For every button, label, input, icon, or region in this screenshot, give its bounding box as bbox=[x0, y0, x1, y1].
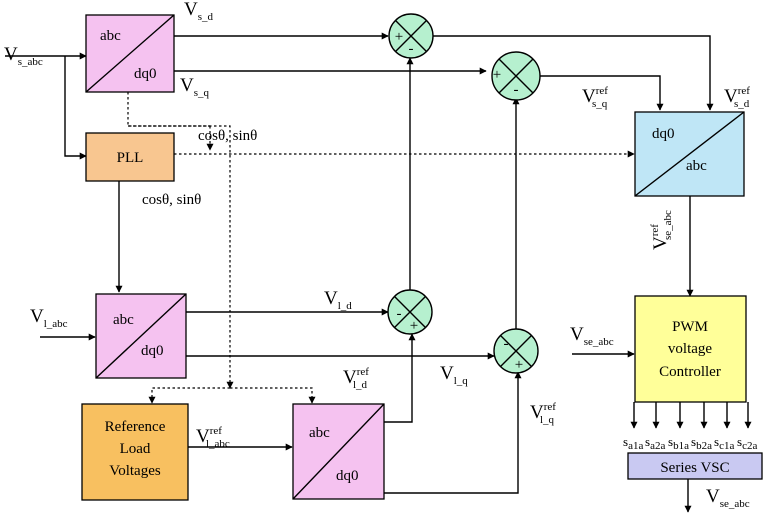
park-transform-1-bottom: dq0 bbox=[134, 66, 157, 82]
inverse-park-transform: dq0 abc bbox=[634, 111, 745, 197]
reference-load-line-1: Reference bbox=[105, 419, 166, 435]
park-transform-3-bottom: dq0 bbox=[336, 468, 359, 484]
label-vl-q: Vl_q bbox=[440, 363, 468, 387]
switch-label-5: sc1a bbox=[714, 434, 734, 452]
park-transform-1-top: abc bbox=[100, 28, 121, 44]
inverse-park-bottom: abc bbox=[686, 158, 707, 174]
reference-load-voltages-box bbox=[81, 403, 189, 501]
summing-junction-2: + - bbox=[491, 51, 541, 101]
sum3-sign-b: + bbox=[410, 318, 418, 334]
sum2-sign-a: + bbox=[493, 67, 501, 83]
sum4-sign-a: - bbox=[504, 336, 509, 352]
label-vl-abc: Vl_abc bbox=[30, 306, 68, 330]
park-transform-3: abc dq0 bbox=[292, 403, 385, 500]
pll-label: PLL bbox=[117, 150, 144, 166]
summing-junction-4: - + bbox=[493, 328, 539, 374]
switch-label-2: sa2a bbox=[645, 434, 665, 452]
label-vs-d: Vs_d bbox=[184, 0, 214, 23]
switch-label-4: sb2a bbox=[691, 434, 712, 452]
switch-label-3: sb1a bbox=[668, 434, 689, 452]
inverse-park-top: dq0 bbox=[652, 126, 675, 142]
label-theta-1: cosθ, sinθ bbox=[198, 128, 257, 144]
park-transform-2: abc dq0 bbox=[95, 293, 187, 379]
reference-load-line-2: Load bbox=[120, 441, 151, 457]
pwm-voltage-controller: PWM voltage Controller bbox=[634, 295, 747, 403]
label-vs-q: Vs_q bbox=[180, 75, 210, 99]
park-transform-3-top: abc bbox=[309, 425, 330, 441]
switch-label-1: sa1a bbox=[623, 434, 643, 452]
sum2-sign-b: - bbox=[514, 82, 519, 98]
pll-block: PLL bbox=[85, 132, 175, 182]
label-theta-2: cosθ, sinθ bbox=[142, 192, 201, 208]
park-transform-1: abc dq0 bbox=[85, 14, 175, 93]
switching-signal-labels: sa1a sa2a sb1a sb2a sc1a sc2a bbox=[623, 434, 757, 452]
summing-junction-3: - + bbox=[387, 289, 433, 335]
reference-load-voltages-block: Reference Load Voltages bbox=[81, 403, 189, 501]
summing-junction-1: + - bbox=[388, 13, 434, 59]
pll-box bbox=[85, 132, 175, 182]
pwm-box bbox=[634, 295, 747, 403]
park-transform-2-bottom: dq0 bbox=[141, 343, 164, 359]
park-transform-2-top: abc bbox=[113, 312, 134, 328]
label-vs-abc: Vs_abc bbox=[4, 44, 43, 68]
signal-wires bbox=[5, 32, 752, 513]
reference-load-line-3: Voltages bbox=[109, 463, 161, 479]
switch-label-6: sc2a bbox=[737, 434, 757, 452]
pwm-line-3: Controller bbox=[659, 364, 721, 380]
pwm-line-2: voltage bbox=[668, 341, 712, 357]
series-vsc-box bbox=[627, 452, 763, 480]
series-vsc-label: Series VSC bbox=[660, 460, 729, 476]
pwm-line-1: PWM bbox=[672, 319, 708, 335]
sum1-sign-a: + bbox=[395, 29, 403, 45]
series-vsc-block: Series VSC bbox=[627, 452, 763, 480]
sum1-sign-b: - bbox=[409, 41, 414, 57]
label-vse-abc-out: Vse_abc bbox=[706, 486, 750, 510]
sum3-sign-a: - bbox=[397, 306, 402, 322]
label-vl-d: Vl_d bbox=[324, 288, 352, 312]
label-vse-abc-in: Vse_abc bbox=[570, 324, 614, 348]
sum4-sign-b: + bbox=[515, 357, 523, 373]
label-vref-se-abc: Vrefse_abc bbox=[649, 210, 674, 250]
